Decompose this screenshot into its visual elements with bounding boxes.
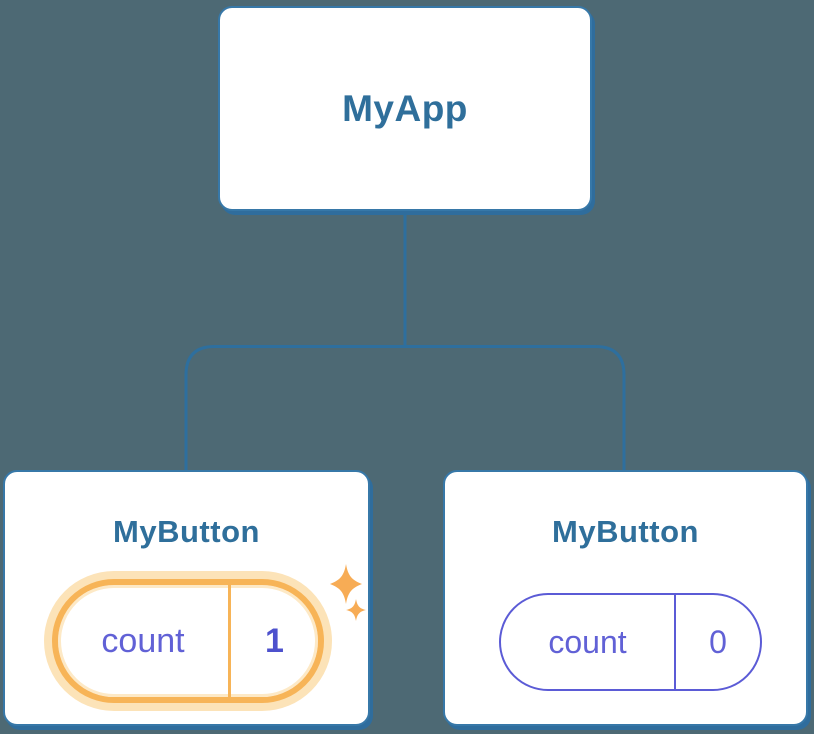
child-node-mybutton-right: MyButton count 0	[443, 470, 808, 726]
root-node-myapp: MyApp	[218, 6, 592, 211]
sparkles-icon	[330, 564, 366, 621]
state-pill: count 0	[499, 593, 762, 691]
child-node-label: MyButton	[113, 514, 260, 549]
state-value: 1	[265, 621, 284, 660]
state-name: count	[501, 595, 676, 689]
root-node-label: MyApp	[342, 87, 468, 129]
child-node-mybutton-left: MyButton count 1	[3, 470, 370, 726]
child-node-label: MyButton	[552, 514, 699, 549]
state-name: count	[58, 585, 231, 697]
state-value: 0	[709, 623, 727, 660]
state-pill-highlighted: count 1	[52, 579, 324, 703]
